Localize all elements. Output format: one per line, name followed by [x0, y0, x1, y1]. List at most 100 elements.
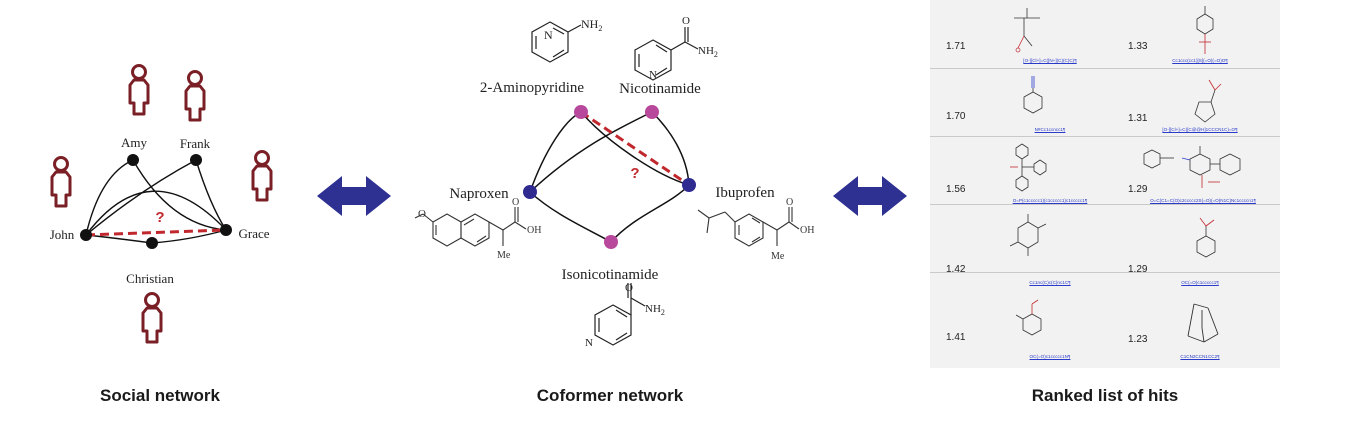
label-frank: Frank [180, 136, 211, 151]
equivalence-arrow-left [314, 172, 394, 220]
aminopyridine-structure [531, 21, 582, 63]
hit-smiles-left[interactable]: [O-][Cl+]=C([N+](C)(C)C)¶ [1023, 58, 1077, 63]
naproxen-me-label: Me [497, 250, 511, 261]
hit-score-right: 1.31 [1128, 113, 1148, 124]
hit-smiles-left[interactable]: OC(=O)c1ccccc1N¶ [1029, 354, 1071, 359]
ibuprofen-structure [697, 207, 800, 247]
hit-structure-right [1194, 79, 1222, 123]
unknown-link-mark: ? [630, 165, 639, 182]
hit-structure-right [1143, 146, 1241, 188]
social-network-diagram: Amy Frank John Grace Christian ? [50, 64, 273, 344]
aminopyridine-nh2-label: NH2 [581, 17, 602, 33]
hit-structure-left [1009, 214, 1047, 256]
label-amy: Amy [121, 135, 148, 150]
hit-score-right: 1.29 [1128, 184, 1148, 195]
edge-frank-grace [195, 159, 227, 231]
node-naproxen [523, 185, 537, 199]
hit-score-left: 1.41 [946, 332, 966, 343]
node-2-aminopyridine [574, 105, 588, 119]
coformer-network-panel: N NH2 O N NH2 2-Aminopyridine Nicotinami… [405, 0, 835, 380]
hit-row: 1.71 [O-][Cl+]=C([N+](C)(C)C)¶ 1.33 Cc1c… [930, 0, 1280, 69]
edge-john-frank [85, 159, 197, 236]
isonicotinamide-o-label: O [625, 282, 633, 294]
node-grace [220, 224, 232, 236]
label-john: John [50, 227, 75, 242]
equivalence-arrow-right [830, 172, 910, 220]
hit-score-right: 1.23 [1128, 334, 1148, 345]
frank-person-icon [184, 70, 206, 122]
coformer-network-diagram: N NH2 O N NH2 2-Aminopyridine Nicotinami… [414, 15, 814, 349]
edge-amy-grace [132, 159, 227, 231]
node-john [80, 229, 92, 241]
social-network-panel: Amy Frank John Grace Christian ? [0, 0, 300, 380]
hit-structure-right [1196, 217, 1216, 258]
edge-nicotinamide-ibuprofen [651, 111, 690, 186]
hit-score-right: 1.29 [1128, 264, 1148, 275]
double-arrow-icon [833, 176, 907, 216]
edge-john-grace-upper [85, 190, 227, 236]
aminopyridine-n-label: N [544, 28, 553, 42]
hit-smiles-left[interactable]: O=P(c1ccccc1)(c1ccccc1)c1ccccc1¶ [1012, 198, 1088, 203]
hit-smiles-right[interactable]: OC(=O)c1ccccc1¶ [1181, 280, 1219, 285]
caption-ranked-hits: Ranked list of hits [1031, 386, 1179, 405]
nicotinamide-o-label: O [682, 15, 690, 27]
ibuprofen-me-label: Me [771, 251, 785, 262]
hit-row: 1.56 O=P(c1ccccc1)(c1ccccc1)c1ccccc1¶ 1.… [930, 136, 1280, 205]
ranked-hits-table: 1.71 [O-][Cl+]=C([N+](C)(C)C)¶ 1.33 Cc1c… [930, 0, 1280, 368]
hit-row: 1.41 OC(=O)c1ccccc1N¶ 1.23 C1CN2CCN1CC2¶ [930, 286, 1280, 368]
hit-structure-left [1014, 8, 1040, 53]
hit-smiles-right[interactable]: [O-][Cl+]=C([C@@H]1CCCN1C)=O¶ [1162, 127, 1238, 132]
hit-score-left: 1.70 [946, 111, 966, 122]
node-christian [146, 237, 158, 249]
ibuprofen-oh-label: OH [800, 225, 814, 236]
edge-john-christian [85, 234, 153, 244]
node-ibuprofen [682, 178, 696, 192]
nicotinamide-n-label: N [649, 69, 657, 81]
node-frank [190, 154, 202, 166]
label-naproxen: Naproxen [449, 186, 509, 202]
naproxen-carbonyl-o-label: O [512, 197, 519, 208]
edge-naproxen-nicotinamide [529, 111, 653, 193]
label-isonicotinamide: Isonicotinamide [562, 267, 659, 283]
john-person-icon [50, 156, 72, 208]
unknown-link-aminopyridine-ibuprofen [580, 110, 690, 187]
nicotinamide-structure [634, 27, 699, 81]
node-amy [127, 154, 139, 166]
hit-smiles-right[interactable]: C1CN2CCN1CC2¶ [1180, 354, 1220, 359]
node-isonicotinamide [604, 235, 618, 249]
double-arrow-icon [317, 176, 391, 216]
hit-score-left: 1.56 [946, 184, 966, 195]
caption-social-network: Social network [100, 386, 220, 405]
hit-structure-right [1196, 6, 1214, 54]
hit-row: 1.70 N#Cc1ccncc1¶ 1.31 [O-][Cl+]=C([C@@H… [930, 68, 1280, 137]
hit-structure-right [1187, 303, 1219, 343]
nicotinamide-nh2-label: NH2 [698, 45, 718, 59]
edge-aminopyridine-ibuprofen [580, 111, 690, 186]
hit-smiles-right[interactable]: O=C(C1=C(O)c2ccccc2S(=O)(=O)N1C)Nc1ccccn… [1150, 198, 1256, 203]
edge-isonicotinamide-ibuprofen [610, 184, 690, 243]
hit-score-left: 1.42 [946, 264, 966, 275]
hit-smiles-left[interactable]: N#Cc1ccncc1¶ [1034, 127, 1066, 132]
unknown-link-mark: ? [155, 209, 164, 226]
isonicotinamide-nh2-label: NH2 [645, 303, 665, 317]
edge-naproxen-isonicotinamide [529, 191, 612, 243]
caption-coformer-network: Coformer network [536, 386, 684, 405]
hit-row: 1.42 Cc1nc(C)c(C)nc1C¶ 1.29 OC(=O)c1cccc… [930, 204, 1280, 285]
hit-structure-left [1010, 143, 1047, 192]
naproxen-oh-label: OH [527, 225, 541, 236]
hit-smiles-right[interactable]: Cc1ccc(cc1)[S](=O)(=O)O¶ [1172, 58, 1228, 63]
hit-smiles-left[interactable]: Cc1nc(C)c(C)nc1C¶ [1029, 280, 1071, 285]
isonicotinamide-structure [594, 283, 646, 346]
node-nicotinamide [645, 105, 659, 119]
label-grace: Grace [238, 226, 269, 241]
label-nicotinamide: Nicotinamide [619, 81, 701, 97]
edge-john-amy [85, 159, 134, 236]
hit-score-right: 1.33 [1128, 41, 1148, 52]
amy-person-icon [128, 64, 150, 116]
naproxen-o-label: O [418, 208, 426, 220]
edge-christian-grace [151, 229, 227, 244]
hit-score-left: 1.71 [946, 41, 966, 52]
ibuprofen-carbonyl-o-label: O [786, 197, 793, 208]
christian-person-icon [141, 292, 163, 344]
hit-structure-left [1023, 76, 1043, 114]
